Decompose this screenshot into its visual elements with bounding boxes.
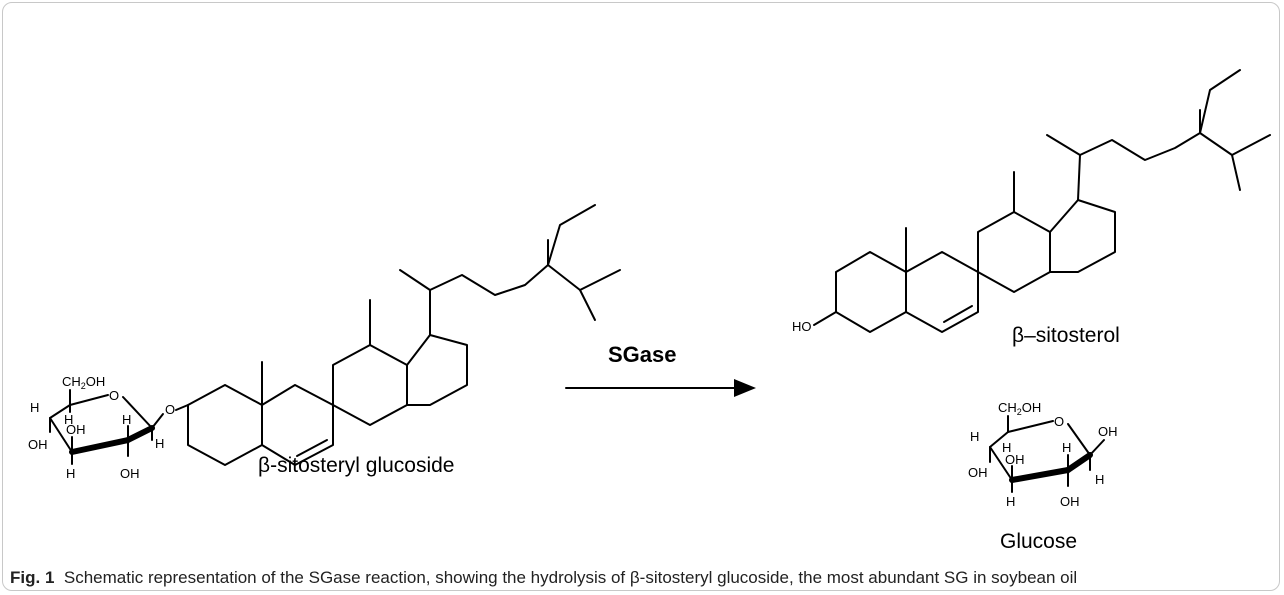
hydroxyl-ho: HO xyxy=(792,319,812,334)
figure-caption: Fig. 1 Schematic representation of the S… xyxy=(10,568,1077,588)
glucose-ring-oxygen: O xyxy=(1054,414,1064,429)
glucose-oh-c1: OH xyxy=(1098,424,1118,439)
oh-c2: OH xyxy=(120,466,140,481)
glucose-label: Glucose xyxy=(1000,530,1077,553)
reactant-steroid-skeleton xyxy=(187,204,621,466)
product-sitosterol: HO xyxy=(792,69,1271,334)
oh-c4: OH xyxy=(28,437,48,452)
reactant-glucose-ring xyxy=(49,389,155,465)
glycosidic-oxygen: O xyxy=(165,402,175,417)
h-c2: H xyxy=(122,412,131,427)
product-label: β–sitosterol xyxy=(1012,324,1120,347)
caption-fig-label: Fig. 1 xyxy=(10,568,55,587)
h-c5: H xyxy=(64,412,73,427)
reaction-arrow xyxy=(565,379,756,397)
oh-c3-top: OH xyxy=(66,422,86,437)
h-c1: H xyxy=(155,436,164,451)
caption-text: Schematic representation of the SGase re… xyxy=(63,568,1078,587)
enzyme-label: SGase xyxy=(608,342,677,367)
reactant-molecule: O CH2OH O H H OH H H OH H xyxy=(28,204,621,481)
h-c3: H xyxy=(66,466,75,481)
ring-oxygen: O xyxy=(109,388,119,403)
ch2oh-group: CH2OH xyxy=(62,374,105,391)
glucose-ch2oh-group: CH2OH xyxy=(998,400,1041,417)
glucose-h-c3: H xyxy=(1006,494,1015,509)
glucose-oh-c3-top: OH xyxy=(1005,452,1025,467)
glucose-h-c1: H xyxy=(1095,472,1104,487)
glucose-h-c2: H xyxy=(1062,440,1071,455)
glucose-h-c4: H xyxy=(970,429,979,444)
glucose-oh-c2: OH xyxy=(1060,494,1080,509)
product-glucose-ring xyxy=(989,415,1105,493)
reaction-scheme: O CH2OH O H H OH H H OH H xyxy=(28,69,1271,553)
glucose-oh-c4: OH xyxy=(968,465,988,480)
h-c4: H xyxy=(30,400,39,415)
glucose-h-c5: H xyxy=(1002,440,1011,455)
reactant-label: β-sitosteryl glucoside xyxy=(258,454,455,477)
